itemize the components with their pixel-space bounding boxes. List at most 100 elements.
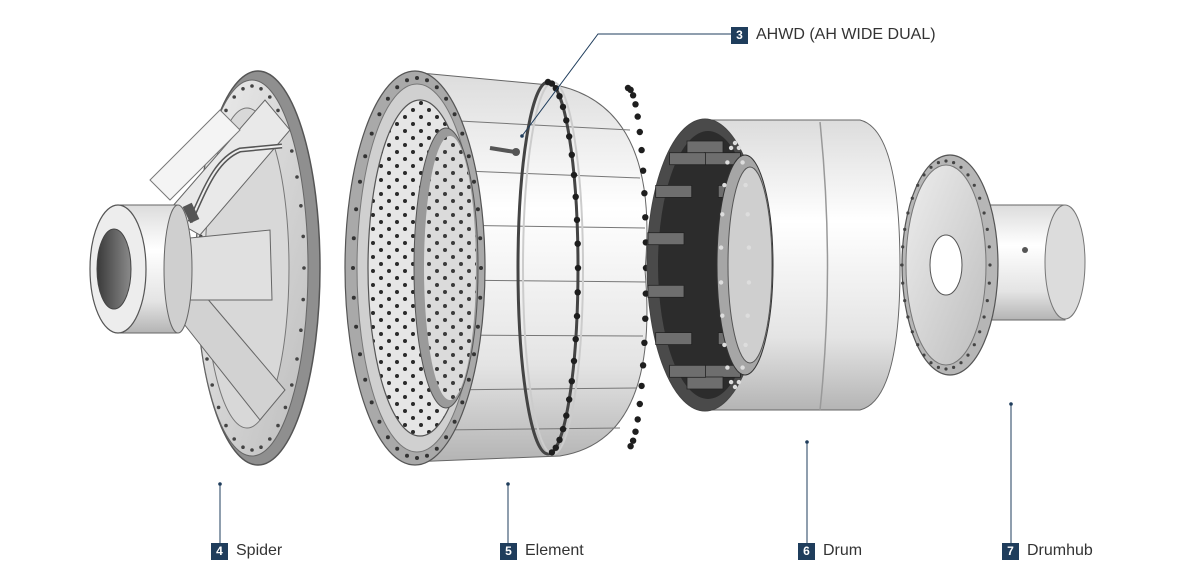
bolt-hole — [363, 154, 368, 159]
bolt-hole — [369, 131, 374, 136]
bolt — [632, 428, 639, 435]
callout-number-badge: 7 — [1002, 542, 1019, 560]
bolt-hole — [452, 419, 457, 424]
bolt — [556, 436, 563, 443]
bolt-hole — [972, 183, 976, 187]
bolt-hole — [929, 165, 933, 169]
bolt — [722, 182, 727, 188]
bolt-hole — [351, 295, 356, 300]
bolt — [566, 133, 573, 140]
drum-tooth — [686, 140, 724, 154]
bolt-hole — [301, 234, 306, 239]
bolt-hole — [295, 357, 299, 361]
bolt-hole — [354, 324, 359, 329]
bolt-hole — [434, 446, 439, 451]
bolt-hole — [395, 85, 400, 90]
bolt — [552, 85, 559, 92]
bolt-hole — [978, 330, 982, 334]
bolt — [740, 365, 745, 370]
bolt — [548, 80, 556, 87]
bolt — [639, 167, 647, 174]
bolt-hole — [299, 204, 303, 208]
bolt-hole — [982, 315, 986, 319]
bolt-hole — [369, 400, 374, 405]
bolt-hole — [475, 207, 480, 212]
bolt-hole — [351, 236, 356, 241]
bolt — [638, 146, 645, 154]
bolt-hole — [301, 297, 306, 302]
bolt-hole — [988, 263, 992, 267]
bolt-hole — [250, 448, 254, 452]
bolt-hole — [959, 165, 963, 169]
bolt-hole — [268, 95, 272, 99]
bolt-hole — [354, 207, 359, 212]
bolt-hole — [936, 161, 941, 165]
bolt — [570, 171, 578, 179]
drum-tooth — [655, 184, 693, 198]
bolt-hole — [444, 96, 449, 101]
bolt-hole — [916, 343, 920, 347]
bolt — [725, 160, 730, 165]
bolt-hole — [395, 446, 400, 451]
bolt-hole — [472, 352, 476, 357]
bolt — [641, 339, 648, 346]
bolt-hole — [985, 299, 989, 303]
bolt — [642, 214, 649, 221]
bolt — [638, 382, 645, 390]
bolt-hole — [444, 435, 449, 440]
drum-flange-bolts — [718, 140, 752, 390]
bolt-hole — [210, 383, 214, 387]
callout-drumhub: 7 Drumhub — [1002, 542, 1093, 560]
bolt-hole — [987, 245, 991, 249]
bolt-hole — [216, 405, 221, 410]
bolt — [728, 145, 734, 151]
bolt — [556, 93, 563, 100]
bolt-hole — [276, 423, 280, 428]
drumhub-part — [900, 154, 1086, 376]
bolt-hole — [377, 112, 382, 117]
bolt — [740, 160, 745, 165]
callout-number-badge: 4 — [211, 542, 228, 560]
bolt-hole — [966, 353, 970, 357]
leader-dots — [218, 134, 1013, 486]
bolt — [642, 315, 649, 322]
bolt-hole — [377, 419, 382, 424]
bolt — [573, 312, 581, 320]
bolt-hole — [259, 445, 263, 450]
callout-number-badge: 6 — [798, 542, 815, 560]
bolt-hole — [224, 423, 228, 428]
bolt-hole — [472, 179, 476, 184]
bolt — [559, 103, 567, 111]
bolt — [559, 425, 567, 433]
bolt — [745, 313, 750, 318]
bolt — [639, 362, 647, 369]
bolt-hole — [944, 159, 948, 163]
bolt-hole — [466, 377, 471, 382]
bolt-hole — [982, 211, 986, 215]
bolt — [570, 357, 578, 365]
bolt-hole — [290, 149, 294, 153]
bolt — [572, 336, 579, 343]
bolt-hole — [232, 95, 236, 99]
bolt-hole — [944, 367, 948, 371]
callout-label: Drum — [823, 542, 863, 559]
bolt-hole — [966, 173, 970, 177]
drum-tooth — [647, 232, 685, 246]
bolt-hole — [268, 437, 272, 441]
bolt — [574, 240, 581, 247]
bolt-hole — [302, 266, 306, 270]
bolt — [636, 400, 643, 408]
bolt — [732, 384, 738, 390]
bolt — [743, 342, 748, 348]
bolt-hole — [205, 357, 209, 361]
bolt-hole — [250, 84, 254, 88]
bolt-hole — [906, 211, 910, 215]
drum-part — [646, 118, 901, 412]
bolt — [634, 113, 641, 120]
bolt-hole — [460, 400, 465, 405]
bolt — [718, 280, 724, 285]
bolt-hole — [232, 437, 236, 441]
callout-label: Spider — [236, 542, 283, 559]
bolt-hole — [425, 78, 429, 83]
